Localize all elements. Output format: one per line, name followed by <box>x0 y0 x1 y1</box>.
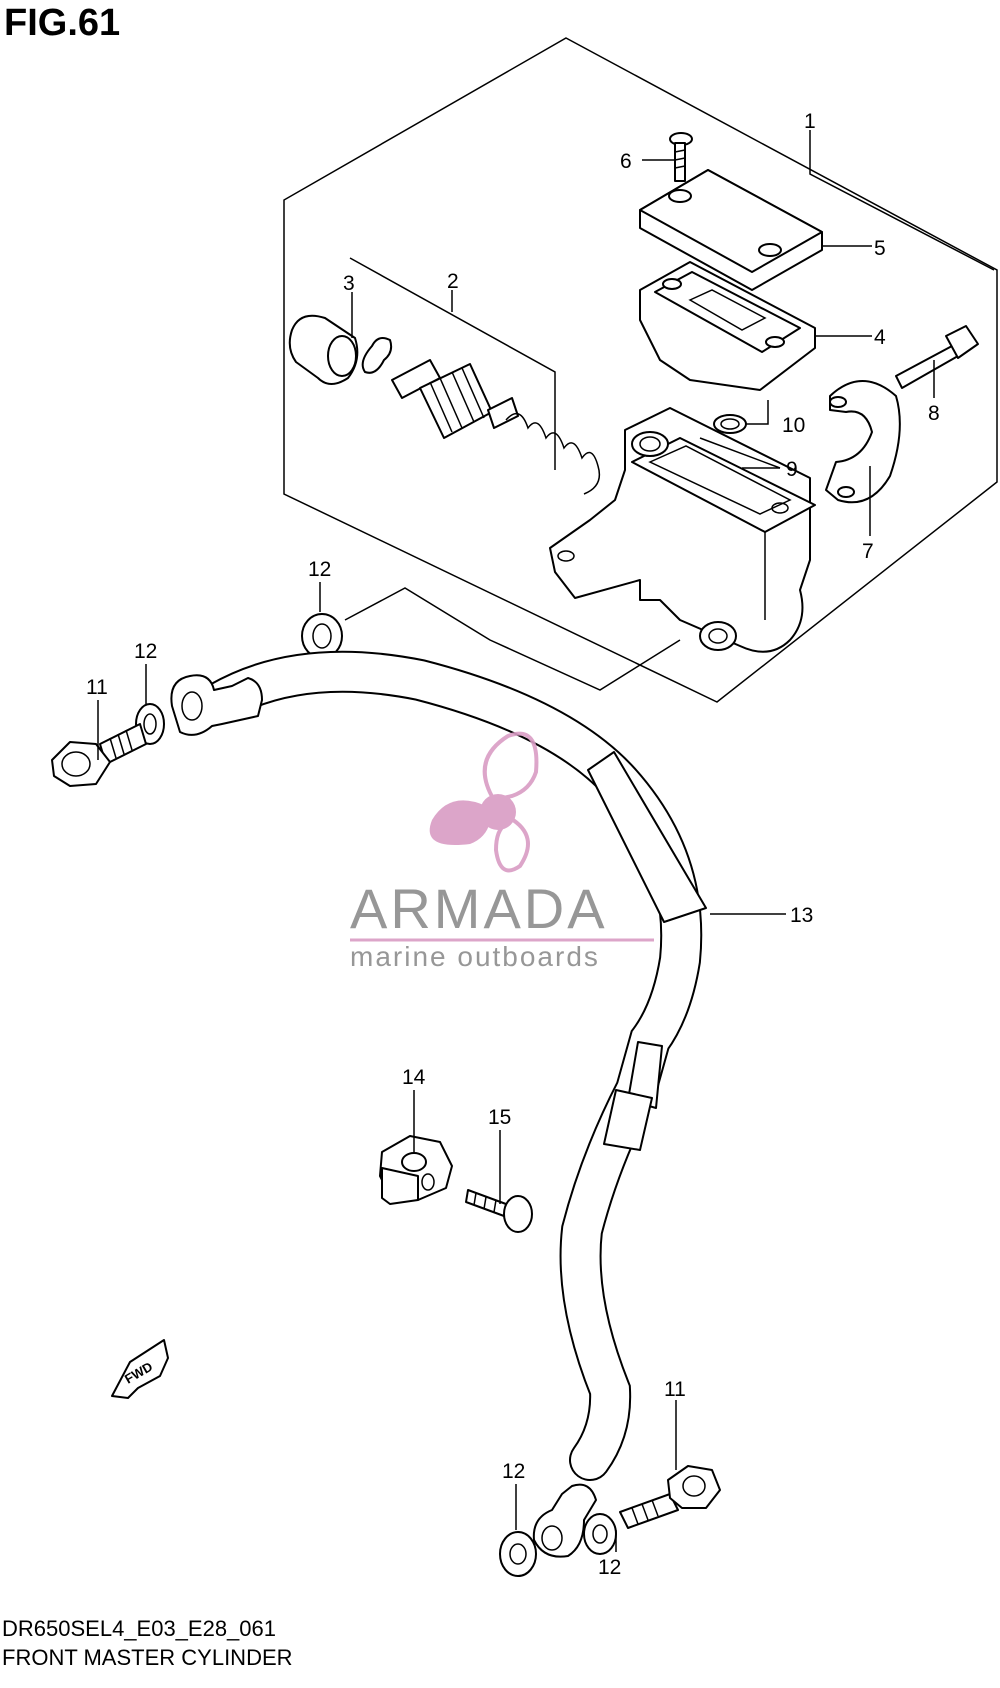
reservoir-cap <box>639 169 823 291</box>
callout-15: 15 <box>488 1106 511 1129</box>
clamp-bolt <box>895 325 979 389</box>
callout-12-lower-right: 12 <box>598 1556 621 1579</box>
hose-banjo-upper <box>170 674 263 736</box>
watermark: ARMADA marine outboards <box>350 731 654 972</box>
brake-hose <box>199 650 707 1481</box>
piston-boot <box>288 314 359 385</box>
handlebar-clamp <box>825 380 901 504</box>
fwd-arrow-icon: FWD <box>111 1339 169 1399</box>
piston-kit <box>361 337 601 495</box>
callout-6: 6 <box>620 150 632 173</box>
washer-lower-left <box>499 1531 537 1577</box>
reservoir-screw <box>669 132 693 182</box>
hose-banjo-lower <box>532 1483 597 1558</box>
callout-8: 8 <box>928 402 940 425</box>
callout-10: 10 <box>782 414 805 437</box>
hose-clamp <box>379 1135 453 1205</box>
callout-7: 7 <box>862 540 874 563</box>
callout-3: 3 <box>343 272 355 295</box>
diagram-code: DR650SEL4_E03_E28_061 <box>2 1616 277 1641</box>
master-cylinder-body <box>549 407 816 653</box>
clamp-screw <box>465 1189 533 1233</box>
diagram-name: FRONT MASTER CYLINDER <box>2 1645 293 1670</box>
banjo-bolt-upper <box>51 723 147 787</box>
callout-12-upper: 12 <box>308 558 331 581</box>
leader-lines <box>97 130 995 1552</box>
callout-5-visible: 5 <box>874 237 886 260</box>
callout-13: 13 <box>790 904 813 927</box>
callout-12-left: 12 <box>134 640 157 663</box>
banjo-bolt-lower <box>619 1465 721 1529</box>
hose-bracket-line <box>344 587 681 691</box>
callout-11-lower: 11 <box>664 1378 686 1401</box>
callout-14: 14 <box>402 1066 426 1089</box>
assembly-outline <box>283 37 998 703</box>
callout-9: 9 <box>786 458 798 481</box>
callout-11-upper: 11 <box>86 676 108 699</box>
watermark-name: ARMADA <box>350 877 608 940</box>
figure-title: FIG.61 <box>4 2 121 44</box>
callout-4-visible: 4 <box>874 326 886 349</box>
washer-lower-right <box>583 1513 617 1555</box>
propeller-logo-icon <box>429 731 539 873</box>
o-ring <box>713 414 747 434</box>
callout-12-lower-left: 12 <box>502 1460 525 1483</box>
watermark-tagline: marine outboards <box>350 941 600 972</box>
reservoir-diaphragm <box>639 261 816 391</box>
callout-1: 1 <box>804 110 816 133</box>
callout-2: 2 <box>447 270 459 293</box>
piston-kit-outline <box>349 257 556 470</box>
